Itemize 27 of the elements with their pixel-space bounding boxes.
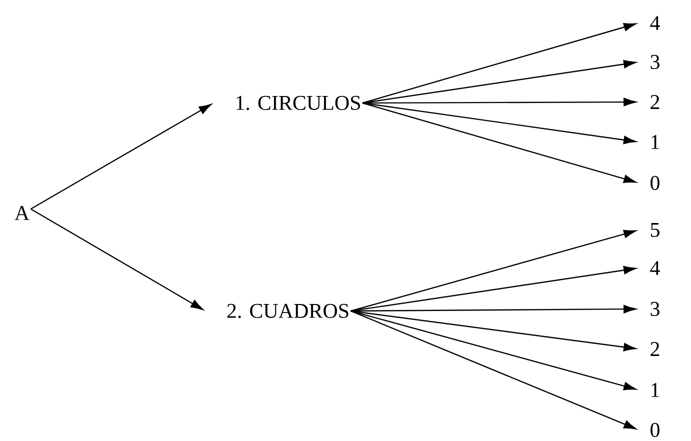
outcome-number: 3 (650, 302, 660, 316)
arrow (362, 98, 636, 106)
arrow (30, 104, 212, 210)
arrow (30, 208, 204, 310)
arrow (350, 310, 636, 430)
arrow (350, 310, 636, 390)
outcome-number: 4 (650, 261, 660, 275)
arrow (350, 230, 636, 312)
arrow (362, 102, 636, 183)
arrow (350, 310, 636, 352)
outcome-number: 0 (650, 176, 660, 190)
outcome-number: 3 (650, 54, 660, 70)
outcome-number: 2 (650, 342, 660, 356)
category-label: 2. CUADROS (227, 304, 348, 318)
outcome-number: 2 (650, 95, 660, 109)
arrow (350, 304, 636, 314)
outcome-number: 0 (650, 422, 660, 438)
category-label: 1. CIRCULOS (236, 96, 360, 110)
arrow (362, 22, 636, 104)
outcome-number: 1 (652, 135, 659, 149)
arrow (350, 266, 636, 312)
outcome-number: 5 (650, 223, 660, 237)
outcome-number: 4 (650, 16, 660, 30)
start-label: A (14, 206, 30, 220)
outcome-number: 1 (652, 383, 659, 397)
arrow (362, 60, 636, 104)
arrow (362, 102, 636, 144)
